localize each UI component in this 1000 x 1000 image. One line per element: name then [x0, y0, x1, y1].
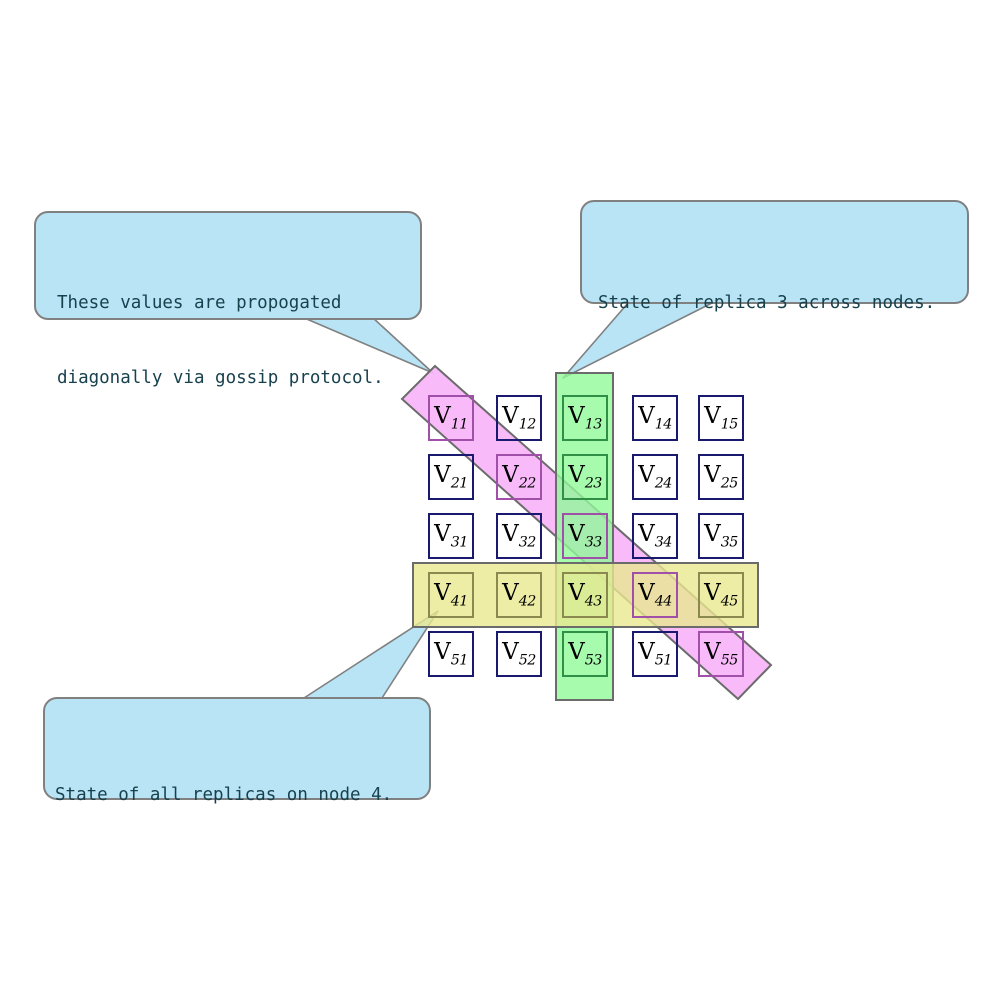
- grid-cell-subscript: 44: [654, 593, 673, 610]
- grid-cell-subscript: 32: [518, 534, 537, 551]
- grid-cell-subscript: 23: [584, 475, 603, 492]
- grid-cell-V14[interactable]: V14: [632, 395, 678, 441]
- grid-cell-subscript: 52: [518, 652, 537, 669]
- grid-cell-V23[interactable]: V23: [562, 454, 608, 500]
- grid-cell-V12[interactable]: V12: [496, 395, 542, 441]
- grid-cell-subscript: 15: [720, 416, 739, 433]
- grid-cell-subscript: 34: [654, 534, 673, 551]
- grid-cell-label: V15: [704, 402, 739, 433]
- grid-cell-V42[interactable]: V42: [496, 572, 542, 618]
- grid-cell-label: V23: [568, 461, 603, 492]
- callout-gossip-tail: [301, 316, 434, 374]
- grid-cell-subscript: 14: [654, 416, 673, 433]
- grid-cell-V43[interactable]: V43: [562, 572, 608, 618]
- grid-cell-label: V32: [502, 520, 537, 551]
- grid-cell-V45[interactable]: V45: [698, 572, 744, 618]
- grid-cell-V15[interactable]: V15: [698, 395, 744, 441]
- grid-cell-V41[interactable]: V41: [428, 572, 474, 618]
- grid-cell-label: V11: [434, 402, 469, 433]
- grid-cell-subscript: 31: [450, 534, 469, 551]
- grid-cell-label: V34: [638, 520, 673, 551]
- grid-cell-V21[interactable]: V21: [428, 454, 474, 500]
- grid-cell-subscript: 45: [720, 593, 739, 610]
- grid-cell-label: V52: [502, 638, 537, 669]
- grid-cell-label: V53: [568, 638, 603, 669]
- grid-cell-label: V51: [638, 638, 673, 669]
- grid-cell-label: V44: [638, 579, 673, 610]
- grid-cell-V13[interactable]: V13: [562, 395, 608, 441]
- grid-cell-label: V13: [568, 402, 603, 433]
- grid-cell-subscript: 24: [654, 475, 673, 492]
- grid-cell-V31[interactable]: V31: [428, 513, 474, 559]
- grid-cell-label: V41: [434, 579, 469, 610]
- grid-cell-V55[interactable]: V55: [698, 631, 744, 677]
- callout-node-box[interactable]: [43, 697, 431, 800]
- grid-cell-V11[interactable]: V11: [428, 395, 474, 441]
- grid-cell-subscript: 55: [720, 652, 739, 669]
- grid-cell-label: V35: [704, 520, 739, 551]
- grid-cell-subscript: 41: [450, 593, 469, 610]
- grid-cell-label: V24: [638, 461, 673, 492]
- grid-cell-label: V43: [568, 579, 603, 610]
- callout-replica-tail: [562, 302, 713, 379]
- grid-cell-label: V55: [704, 638, 739, 669]
- grid-cell-subscript: 25: [720, 475, 739, 492]
- grid-cell-subscript: 35: [720, 534, 739, 551]
- grid-cell-subscript: 33: [584, 534, 603, 551]
- grid-cell-subscript: 21: [450, 475, 469, 492]
- grid-cell-label: V42: [502, 579, 537, 610]
- grid-cell-V52[interactable]: V52: [496, 631, 542, 677]
- grid-cell-label: V51: [434, 638, 469, 669]
- grid-cell-V25[interactable]: V25: [698, 454, 744, 500]
- callout-replica-box[interactable]: [580, 200, 969, 304]
- grid-cell-subscript: 51: [450, 652, 469, 669]
- grid-cell-label: V12: [502, 402, 537, 433]
- grid-cell-V51[interactable]: V51: [428, 631, 474, 677]
- grid-cell-V35[interactable]: V35: [698, 513, 744, 559]
- grid-cell-V51[interactable]: V51: [632, 631, 678, 677]
- callout-gossip-box[interactable]: [34, 211, 422, 320]
- grid-cell-subscript: 43: [584, 593, 603, 610]
- grid-cell-label: V33: [568, 520, 603, 551]
- grid-cell-label: V21: [434, 461, 469, 492]
- grid-cell-label: V22: [502, 461, 537, 492]
- replica-3-column-band: [555, 372, 614, 701]
- grid-cell-subscript: 12: [518, 416, 537, 433]
- grid-cell-V44[interactable]: V44: [632, 572, 678, 618]
- grid-cell-V22[interactable]: V22: [496, 454, 542, 500]
- grid-cell-V32[interactable]: V32: [496, 513, 542, 559]
- grid-cell-label: V31: [434, 520, 469, 551]
- grid-cell-V34[interactable]: V34: [632, 513, 678, 559]
- grid-cell-subscript: 51: [654, 652, 673, 669]
- grid-cell-subscript: 22: [518, 475, 537, 492]
- grid-cell-subscript: 53: [584, 652, 603, 669]
- grid-cell-label: V25: [704, 461, 739, 492]
- grid-cell-label: V14: [638, 402, 673, 433]
- grid-cell-subscript: 42: [518, 593, 537, 610]
- grid-cell-V53[interactable]: V53: [562, 631, 608, 677]
- grid-cell-V33[interactable]: V33: [562, 513, 608, 559]
- grid-cell-V24[interactable]: V24: [632, 454, 678, 500]
- grid-cell-subscript: 13: [584, 416, 603, 433]
- grid-cell-label: V45: [704, 579, 739, 610]
- grid-cell-subscript: 11: [450, 416, 469, 433]
